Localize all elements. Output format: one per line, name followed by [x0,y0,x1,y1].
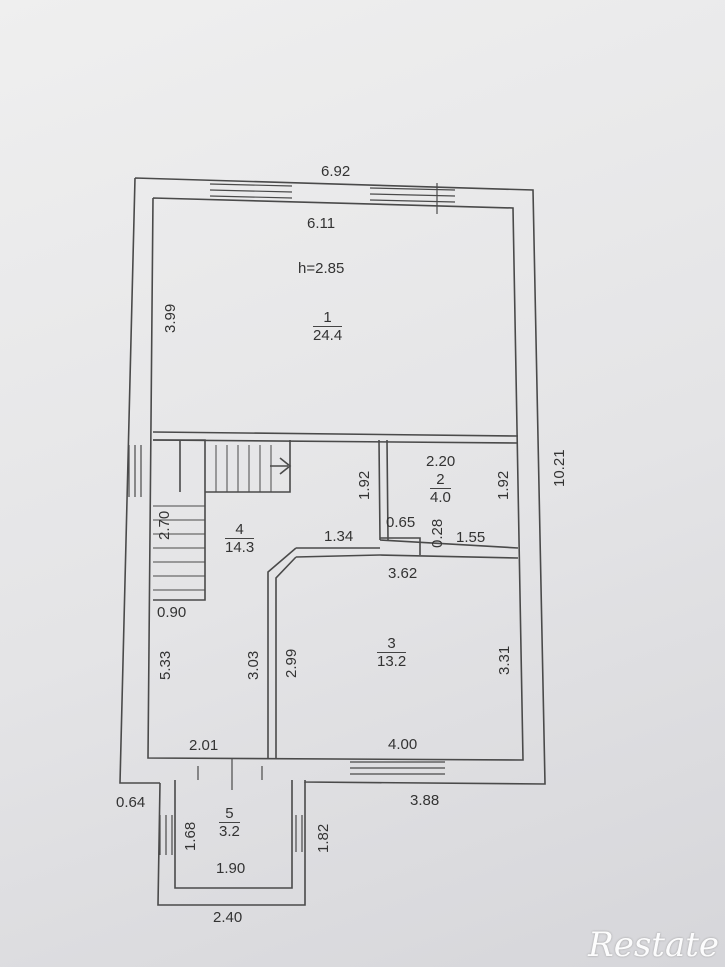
dim-room1-height: 3.99 [162,303,179,333]
window-top-left [209,183,293,199]
outer-wall [119,177,546,785]
window-top-right [369,183,456,214]
porch-door [197,758,263,790]
dim-room3-height: 3.31 [496,645,513,675]
dim-porch-190: 1.90 [216,860,246,877]
window-left [128,445,142,497]
stair-treads [153,445,272,591]
ceiling-height: h=2.85 [298,260,345,277]
watermark-logo: Restate [588,925,719,965]
dim-room3-width: 4.00 [388,736,418,753]
partition-room2-bottom [379,539,519,559]
dim-362: 3.62 [388,565,418,582]
dim-134: 1.34 [324,528,354,545]
room-4-label: 4 14.3 [225,521,255,557]
stair-arrow [270,457,292,475]
dim-wall-303: 3.03 [245,650,262,680]
dim-201: 2.01 [189,737,219,754]
dim-wall-299: 2.99 [283,648,300,678]
dim-stair-length: 2.70 [156,510,173,540]
room-3-area: 13.2 [377,653,407,671]
room-2-number: 2 [430,471,451,490]
inner-wall [147,197,524,761]
dim-porch-240: 2.40 [213,909,243,926]
room-3-label: 3 13.2 [377,635,407,671]
window-porch-right [295,815,303,852]
dim-total-length: 10.21 [551,449,568,487]
room-5-number: 5 [219,805,240,824]
dim-wall-thickness: 0.28 [429,518,446,548]
dim-outer-width: 6.92 [321,163,351,180]
room-4-number: 4 [225,521,255,540]
partition-room2 [378,439,389,541]
dim-porch-168: 1.68 [182,821,199,851]
porch-outer [157,782,306,906]
dim-room2-left: 1.92 [356,470,373,500]
room-5-area: 3.2 [219,823,240,841]
window-porch-left [159,815,173,855]
room-2-label: 2 4.0 [430,471,451,507]
dim-corridor-step: 0.65 [386,514,416,531]
dim-porch-182: 1.82 [315,823,332,853]
dim-064: 0.64 [116,794,146,811]
dim-388: 3.88 [410,792,440,809]
window-bottom [350,761,445,775]
room-2-area: 4.0 [430,489,451,507]
dim-hall-length: 5.33 [157,650,174,680]
partition-room1 [152,431,519,444]
dim-155: 1.55 [456,529,486,546]
dim-room2-width: 2.20 [426,453,456,470]
staircase [153,439,291,601]
room-5-label: 5 3.2 [219,805,240,841]
room-1-number: 1 [313,309,343,328]
room-3-number: 3 [377,635,407,654]
corridor-step [380,537,421,555]
dim-stair-width: 0.90 [157,604,187,621]
room-1-label: 1 24.4 [313,309,343,345]
room-4-area: 14.3 [225,539,255,557]
room-1-area: 24.4 [313,327,343,345]
dim-room2-right: 1.92 [495,470,512,500]
partition-room3 [267,547,381,758]
dim-inner-width: 6.11 [307,215,336,232]
porch-inner [174,780,293,889]
